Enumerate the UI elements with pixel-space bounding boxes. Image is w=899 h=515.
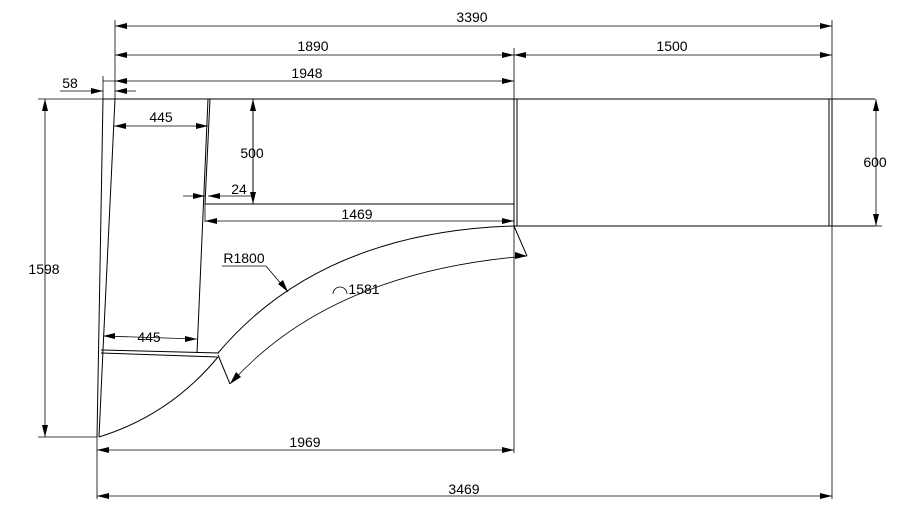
arc-symbol [332,286,348,295]
dimension-lines [42,23,879,499]
arc-end-cap-right [513,225,528,257]
label-shelf-depth: 500 [240,145,264,161]
lower-arc [98,356,219,438]
label-radius: R1800 [223,250,264,266]
label-upper-right: 1500 [656,38,687,54]
lower-shelf-line-b [100,352,218,358]
shelf-right-edge [196,98,209,354]
label-arc-length: 1581 [348,281,379,297]
left-inner-edge-lower [98,349,104,438]
left-outer-edge [96,98,104,438]
label-gap: 24 [231,181,247,197]
lower-shelf-line-a [100,349,220,354]
label-inner-top: 1948 [291,65,322,81]
countertop-outline [96,98,875,438]
label-shelf-top: 445 [149,109,173,125]
label-inner-run: 1469 [341,206,372,222]
label-total-bottom: 3469 [448,481,479,497]
shelf-inner-edge [204,98,211,205]
label-upper-left: 1890 [297,38,328,54]
label-right-depth: 600 [863,154,887,170]
left-inner-edge [102,98,116,351]
extension-lines [38,20,882,499]
dimension-labels: 3390 1890 1500 1948 58 445 500 24 1469 6… [28,9,886,497]
label-offset-left: 58 [62,75,78,91]
arc-end-cap-left [217,354,231,385]
label-lower-run: 1969 [289,434,320,450]
label-left-height: 1598 [28,261,59,277]
dim-line-shelf-bottom [102,335,198,340]
outer-arc [217,225,515,354]
label-shelf-bottom: 445 [137,329,161,345]
label-total-top: 3390 [456,9,487,25]
dim-arc-length [229,255,528,385]
